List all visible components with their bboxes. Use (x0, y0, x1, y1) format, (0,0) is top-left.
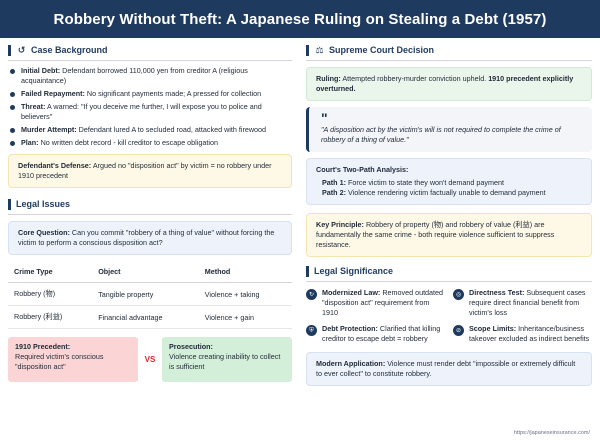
case-background-title: Case Background (31, 45, 108, 55)
heading-bar (306, 265, 309, 277)
page-header: Robbery Without Theft: A Japanese Ruling… (0, 0, 600, 38)
legal-issues-heading: Legal Issues (8, 198, 292, 215)
list-item: Failed Repayment: No significant payment… (8, 89, 292, 99)
court-quote: " "A disposition act by the victim's wil… (306, 107, 592, 152)
shield-icon: ⛨ (306, 325, 317, 336)
path-item: Path 2: Violence rendering victim factua… (322, 188, 546, 197)
list-item: Plan: No written debt record - kill cred… (8, 138, 292, 148)
decision-title: Supreme Court Decision (329, 45, 435, 55)
case-background-heading: ↺ Case Background (8, 44, 292, 61)
case-background-list: Initial Debt: Defendant borrowed 110,000… (8, 66, 292, 148)
significance-item: ⛨ Debt Protection: Clarified that killin… (306, 324, 445, 344)
column-header: Crime Type (8, 261, 93, 283)
key-principle-box: Key Principle: Robbery of property (物) a… (306, 213, 592, 257)
precedent-comparison: 1910 Precedent: Required victim's consci… (8, 337, 292, 382)
list-item: Murder Attempt: Defendant lured A to sec… (8, 125, 292, 135)
heading-bar (8, 198, 11, 210)
column-header: Method (198, 261, 292, 283)
right-column: ⚖ Supreme Court Decision Ruling: Attempt… (306, 44, 592, 386)
ruling-box: Ruling: Attempted robbery-murder convict… (306, 67, 592, 101)
significance-item: ◎ Directness Test: Subsequent cases requ… (453, 288, 592, 318)
scales-icon: ⚖ (315, 44, 324, 55)
modern-application-box: Modern Application: Violence must render… (306, 352, 592, 386)
quote-icon: " (321, 110, 328, 126)
left-column: ↺ Case Background Initial Debt: Defendan… (8, 44, 292, 382)
prosecution-box: Prosecution: Violence creating inability… (162, 337, 292, 382)
table-row: Robbery (物) Tangible property Violence +… (8, 282, 292, 306)
versus-label: VS (144, 355, 156, 364)
refresh-icon: ↻ (306, 289, 317, 300)
heading-bar (306, 44, 309, 56)
table-row: Robbery (利益) Financial advantage Violenc… (8, 305, 292, 329)
significance-item: ↻ Modernized Law: Removed outdated "disp… (306, 288, 445, 318)
legal-issues-title: Legal Issues (16, 199, 71, 209)
two-path-analysis-box: Court's Two-Path Analysis: Path 1: Force… (306, 158, 592, 205)
crime-type-table: Crime Type Object Method Robbery (物) Tan… (8, 261, 292, 329)
significance-item: ⊘ Scope Limits: Inheritance/business tak… (453, 324, 592, 344)
significance-grid: ↻ Modernized Law: Removed outdated "disp… (306, 288, 592, 344)
history-icon: ↺ (17, 44, 26, 55)
page-title: Robbery Without Theft: A Japanese Ruling… (53, 10, 547, 28)
list-item: Threat: A warned: "If you deceive me fur… (8, 102, 292, 122)
column-header: Object (92, 261, 199, 283)
list-item: Initial Debt: Defendant borrowed 110,000… (8, 66, 292, 86)
path-item: Path 1: Force victim to state they won't… (322, 178, 504, 187)
defense-box: Defendant's Defense: Argued no "disposit… (8, 154, 292, 188)
footer-url[interactable]: https://japaneseinsurance.com/ (513, 430, 590, 436)
supreme-court-decision-heading: ⚖ Supreme Court Decision (306, 44, 592, 61)
legal-significance-heading: Legal Significance (306, 265, 592, 282)
significance-title: Legal Significance (314, 266, 394, 276)
ban-icon: ⊘ (453, 325, 464, 336)
table-header-row: Crime Type Object Method (8, 261, 292, 283)
precedent-box: 1910 Precedent: Required victim's consci… (8, 337, 138, 382)
target-icon: ◎ (453, 289, 464, 300)
heading-bar (8, 44, 11, 56)
core-question-box: Core Question: Can you commit "robbery o… (8, 221, 292, 255)
